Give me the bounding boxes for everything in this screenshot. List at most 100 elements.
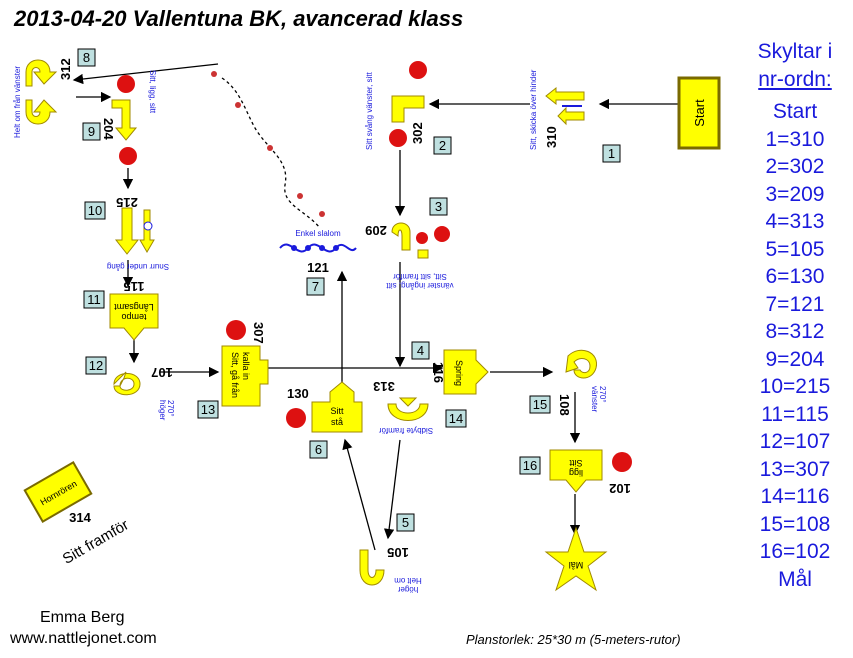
station-11-num: 11 (87, 292, 101, 307)
station-11: 11 115 Långsamt tempo (83, 279, 159, 341)
station-11-code: 115 (124, 279, 145, 294)
station-10: 10 215 Snurr under gång (84, 195, 169, 271)
station-13-sign: Sitt, gå från (230, 352, 240, 398)
legend-heading-line1: Skyltar i (757, 40, 833, 63)
station-5: 5 105 Helt om höger (359, 513, 422, 594)
legend-item: 5=105 (765, 237, 825, 261)
station-6: Sitt stå 130 6 (286, 381, 363, 459)
honor-code: 314 (69, 510, 91, 525)
honor-station: Hornrören 314 Sitt framför (23, 461, 132, 568)
station-13-code: 307 (251, 322, 266, 344)
station-11-sign: Långsamt (114, 302, 154, 312)
station-12-desc: 270° (166, 400, 175, 417)
legend-item: 2=302 (765, 155, 825, 178)
start-label: Start (692, 99, 707, 127)
station-3-code: 209 (365, 223, 387, 238)
station-12: 12 107 270° höger (85, 356, 175, 421)
legend-item: 7=121 (765, 292, 825, 316)
sign-order-legend: Skyltar i nr-ordn: Start 1=310 2=302 3=2… (740, 38, 850, 593)
station-4-num: 4 (417, 343, 424, 358)
station-5-desc2: höger (397, 585, 418, 594)
legend-heading-line2: nr-ordn: (758, 67, 832, 91)
station-3-desc: Sitt, sitt framför (393, 272, 447, 281)
station-9-num: 9 (88, 124, 95, 139)
station-7: Enkel slalom 121 7 (279, 229, 357, 296)
legend-item: Mål (778, 567, 812, 591)
station-14-num: 14 (449, 411, 463, 426)
station-5-code: 105 (387, 545, 409, 560)
station-15-desc2: vänster (590, 386, 599, 413)
page-title: 2013-04-20 Vallentuna BK, avancerad klas… (14, 6, 464, 31)
station-1-num: 1 (608, 146, 615, 161)
station-15-desc: 270° (598, 386, 607, 403)
station-14-code: 116 (431, 362, 446, 383)
station-3-num: 3 (435, 199, 442, 214)
author-name: Emma Berg (40, 609, 125, 626)
station-10-desc: Snurr under gång (107, 262, 169, 271)
station-6-num: 6 (315, 442, 322, 457)
station-10-code: 215 (116, 195, 138, 210)
station-8-num: 8 (83, 50, 90, 65)
station-2-desc: Sitt svång vänster, sitt (365, 71, 374, 150)
station-2-code: 302 (410, 122, 425, 144)
station-4-desc: Sidbyte framför (379, 426, 434, 435)
station-16: 16 Sitt ligg 102 (519, 449, 632, 496)
legend-item: 11=115 (761, 402, 829, 426)
station-16-code: 102 (609, 481, 631, 496)
legend-item: 3=209 (765, 182, 825, 206)
legend-item: 12=107 (759, 430, 831, 453)
station-9: Sitt, ligg, sitt 204 9 (82, 70, 157, 165)
station-16-sign2: ligg (569, 468, 583, 478)
station-13: Sitt, gå från kalla in 307 13 (197, 320, 269, 419)
legend-item: 16=102 (759, 540, 831, 563)
station-15: 108 270° vänster 15 (529, 349, 607, 416)
legend-item: 4=313 (765, 210, 825, 233)
station-7-desc: Enkel slalom (295, 229, 341, 238)
station-7-code: 121 (307, 260, 329, 275)
station-1-code: 310 (544, 126, 559, 148)
station-1-desc: Sitt, skicka över hinder (529, 69, 538, 150)
station-16-num: 16 (523, 458, 537, 473)
station-15-code: 108 (557, 394, 572, 416)
plan-size-note: Planstorlek: 25*30 m (5-meters-rutor) (466, 632, 681, 647)
legend-item: 10=215 (759, 375, 831, 398)
legend-item: 8=312 (765, 320, 825, 343)
station-15-num: 15 (533, 397, 547, 412)
station-1: Sitt, skicka över hinder 310 1 (529, 69, 621, 163)
station-14: Spring 116 14 (431, 349, 489, 428)
station-16-sign: Sitt (569, 458, 583, 468)
start-sign: Start (677, 76, 721, 150)
station-8-code: 312 (58, 58, 73, 80)
station-5-num: 5 (402, 515, 409, 530)
station-7-num: 7 (312, 279, 319, 294)
legend-item: 14=116 (760, 485, 830, 508)
goal-label: Mål (569, 560, 584, 570)
station-3: 3 209 Sitt, sitt framför vänster ingång,… (365, 197, 454, 290)
station-2: Sitt svång vänster, sitt 302 2 (365, 61, 452, 155)
legend-item: 1=310 (765, 127, 825, 151)
station-6-sign: Sitt (330, 406, 344, 416)
station-9-code: 204 (101, 118, 116, 140)
goal-sign: Mål (544, 526, 608, 592)
station-13-sign2: kalla in (241, 352, 251, 380)
station-3-desc2: vänster ingång, sitt (386, 281, 454, 290)
obstacle-markers (211, 71, 325, 217)
station-6-sign2: stå (331, 417, 343, 427)
legend-item: 6=130 (765, 265, 825, 288)
station-6-code: 130 (287, 386, 309, 401)
station-10-num: 10 (88, 203, 102, 218)
course-path (72, 63, 678, 551)
station-12-num: 12 (89, 358, 103, 373)
website-link[interactable]: www.nattlejonet.com (10, 630, 157, 647)
station-2-num: 2 (439, 138, 446, 153)
station-4-code: 313 (373, 379, 395, 394)
station-13-num: 13 (201, 402, 215, 417)
station-9-desc: Sitt, ligg, sitt (148, 70, 157, 114)
station-12-code: 107 (151, 365, 173, 380)
legend-item: 13=307 (759, 457, 831, 481)
legend-item: 15=108 (759, 512, 831, 536)
station-12-desc2: höger (158, 400, 167, 421)
station-8-desc: Helt om från vänster (13, 66, 22, 138)
station-14-sign: Spring (454, 360, 464, 386)
